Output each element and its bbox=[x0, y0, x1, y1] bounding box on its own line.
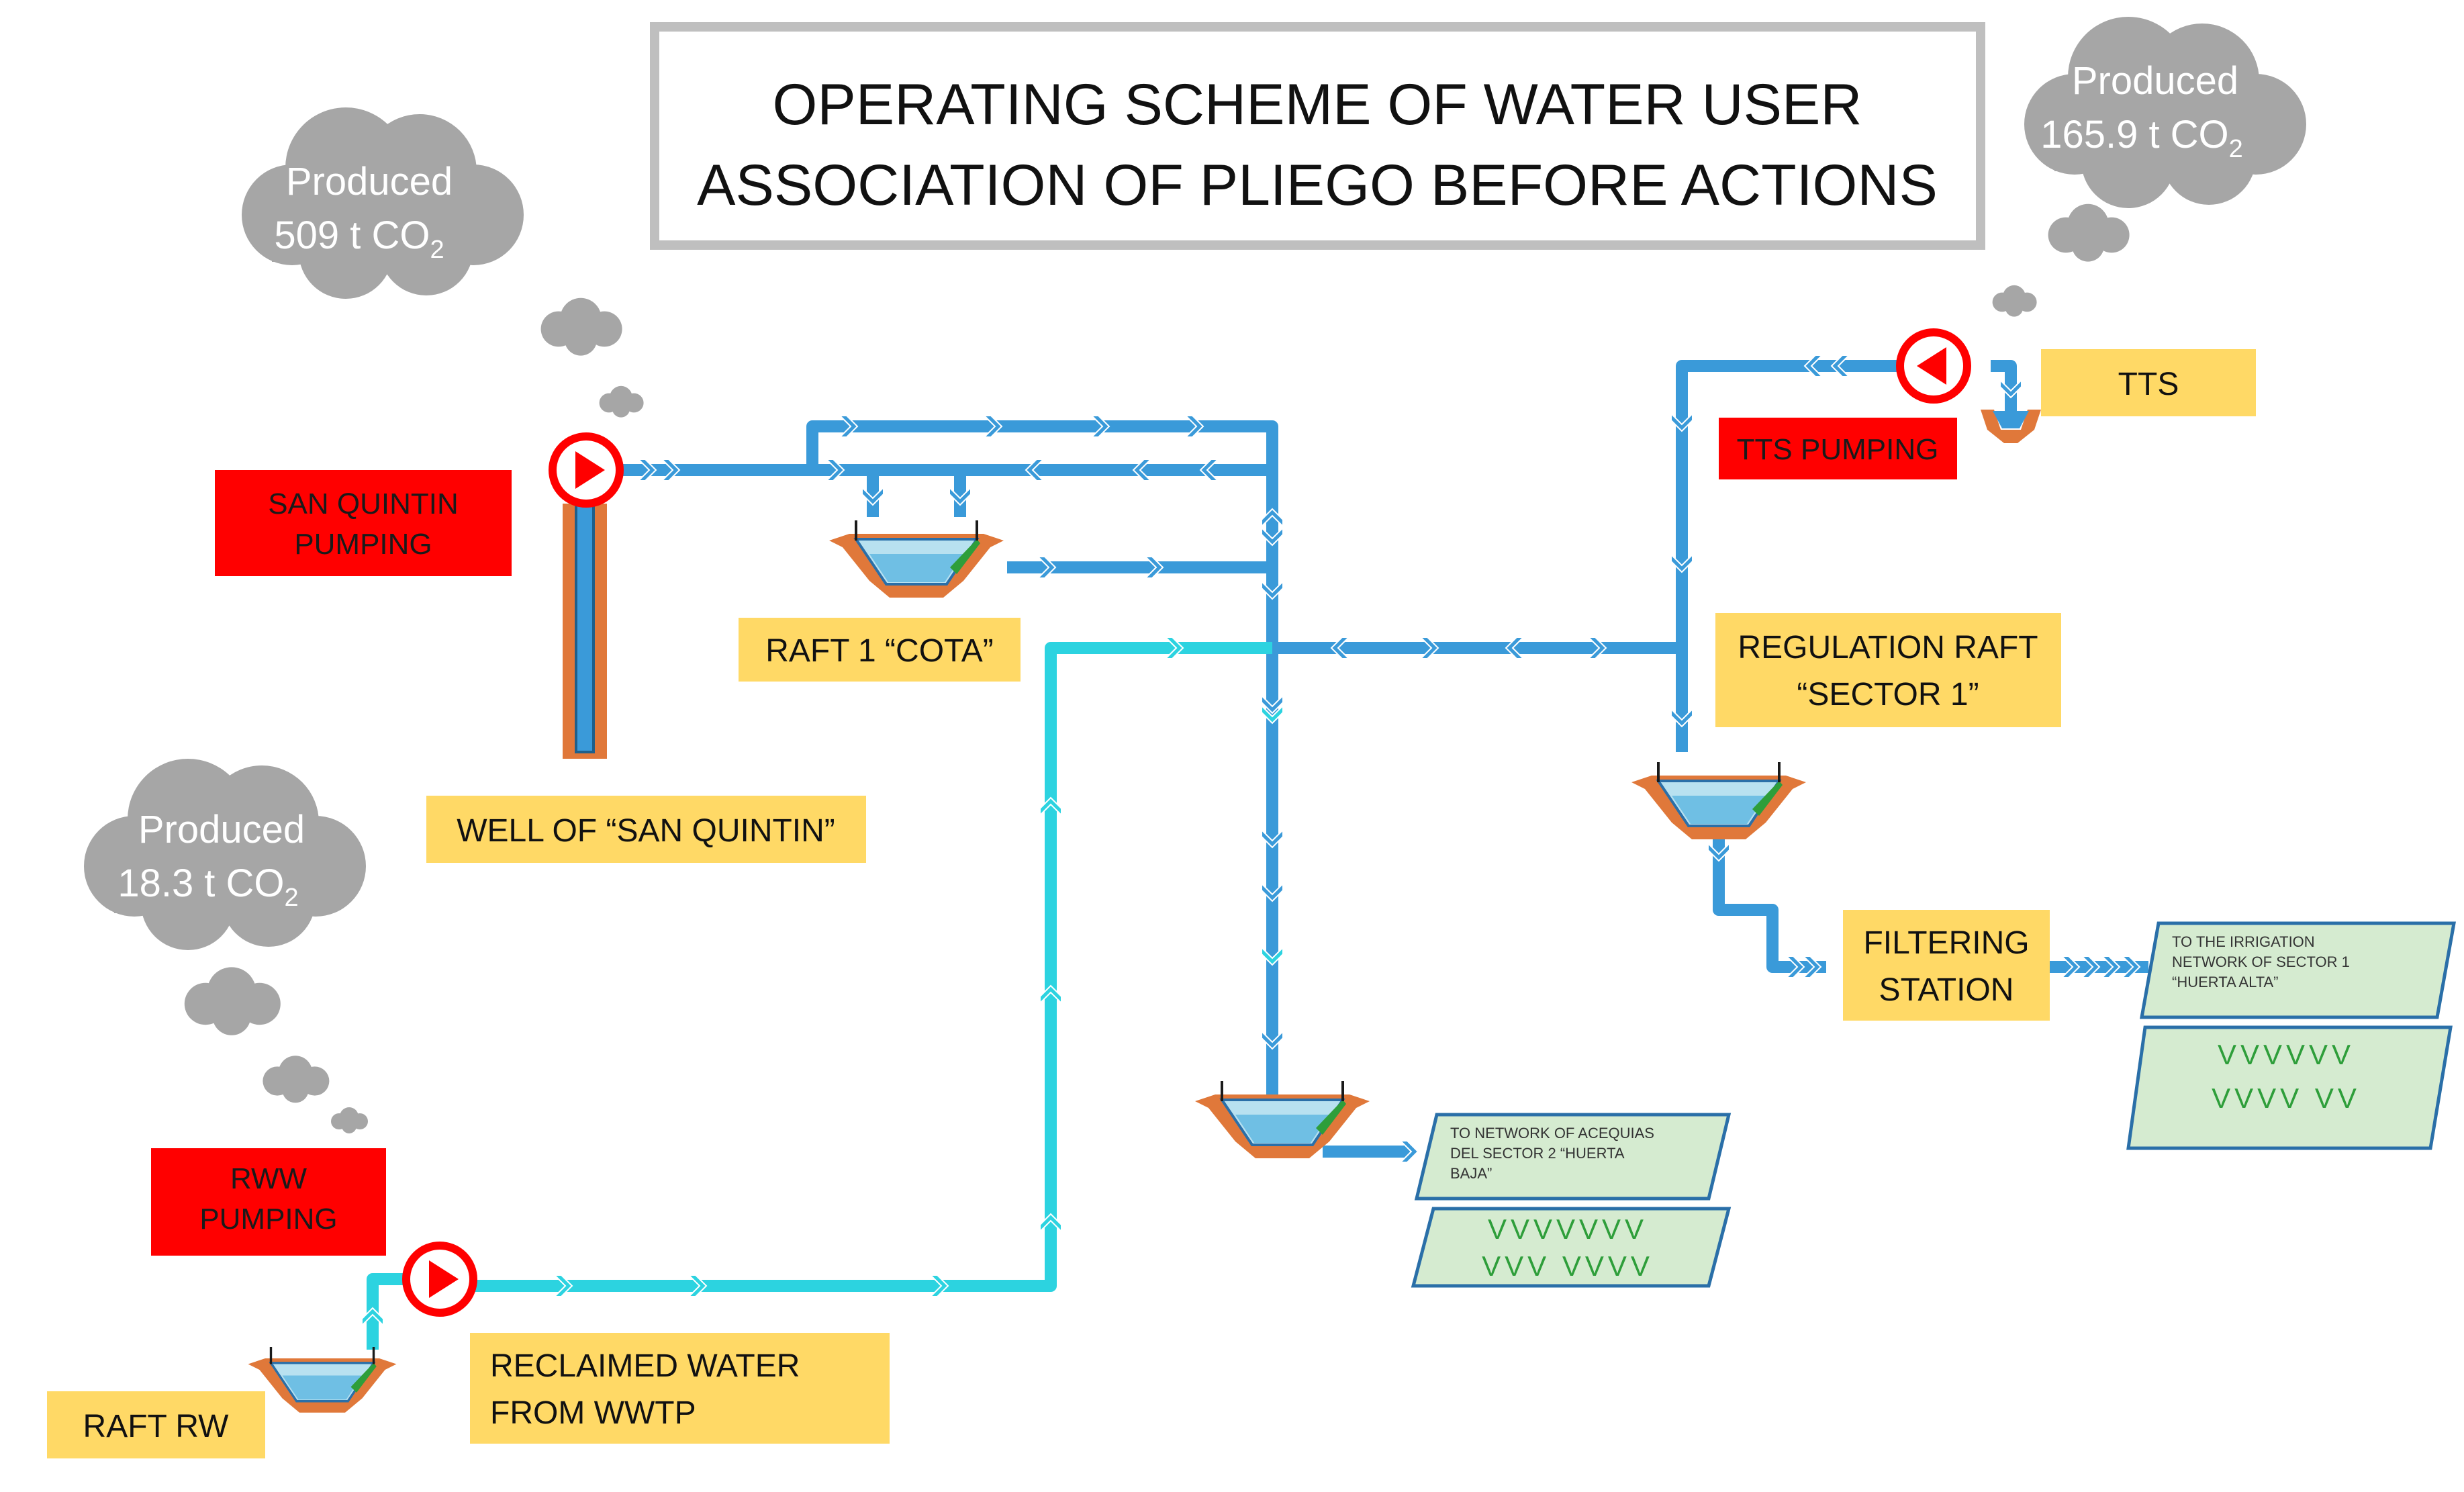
title-line-1: OPERATING SCHEME OF WATER USER bbox=[773, 73, 1862, 137]
rww-pumping-line-2: PUMPING bbox=[199, 1203, 337, 1235]
network-sector2-box: TO NETWORK OF ACEQUIAS DEL SECTOR 2 “HUE… bbox=[1411, 1113, 1732, 1288]
pump-icon bbox=[549, 432, 624, 508]
sector2-vines-1: VVVVVVV bbox=[1488, 1213, 1648, 1245]
raft1-label: RAFT 1 “COTA” bbox=[739, 618, 1021, 682]
pump-icon bbox=[1896, 328, 1971, 404]
title-line-2: ASSOCIATION OF PLIEGO BEFORE ACTIONS bbox=[697, 153, 1938, 218]
svg-text:TTS: TTS bbox=[2118, 367, 2179, 402]
filtering-station-label: FILTERING STATION bbox=[1843, 910, 2050, 1021]
filtering-line-1: FILTERING bbox=[1863, 925, 2029, 961]
svg-text:WELL OF “SAN QUINTIN”: WELL OF “SAN QUINTIN” bbox=[457, 813, 835, 849]
sector2-line-3: BAJA” bbox=[1450, 1165, 1492, 1182]
tts-pumping-box: TTS PUMPING bbox=[1719, 418, 1957, 479]
sector2-line-1: TO NETWORK OF ACEQUIAS bbox=[1450, 1125, 1654, 1141]
sector2-vines-2: VVV VVVV bbox=[1482, 1250, 1654, 1282]
cloud-rww-label: Produced bbox=[138, 808, 305, 851]
flow-arrow-icon bbox=[361, 637, 1284, 1326]
regulation-line-1: REGULATION RAFT bbox=[1738, 630, 2038, 665]
raft-rw-label: RAFT RW bbox=[47, 1391, 265, 1458]
cloud-tts-value: 165.9 t CO2 bbox=[2040, 113, 2243, 163]
cloud-sq-label: Produced bbox=[286, 160, 453, 203]
sector1-line-1: TO THE IRRIGATION bbox=[2172, 933, 2315, 950]
cloud-tts-label: Produced bbox=[2072, 59, 2238, 103]
sector1-vines-2: VVVV VV bbox=[2212, 1082, 2361, 1114]
network-sector1-box: TO THE IRRIGATION NETWORK OF SECTOR 1 “H… bbox=[2126, 921, 2456, 1150]
regulation-raft-label: REGULATION RAFT “SECTOR 1” bbox=[1715, 613, 2061, 727]
tts-pumping-label: TTS PUMPING bbox=[1737, 433, 1939, 466]
reclaimed-line-1: RECLAIMED WATER bbox=[490, 1348, 800, 1384]
rww-pumping-box: RWW PUMPING bbox=[151, 1148, 386, 1256]
reservoir-icon bbox=[1630, 761, 1807, 841]
tts-label: TTS bbox=[2041, 349, 2256, 416]
sector1-line-2: NETWORK OF SECTOR 1 bbox=[2172, 953, 2350, 970]
reservoir-icon bbox=[246, 1346, 398, 1414]
reclaimed-line-2: FROM WWTP bbox=[490, 1395, 696, 1431]
san-quintin-pumping-box: SAN QUINTIN PUMPING bbox=[215, 470, 512, 576]
sq-pumping-line-1: SAN QUINTIN bbox=[268, 487, 459, 520]
blue-pipes bbox=[611, 360, 2148, 1158]
reservoir-icon bbox=[828, 519, 1005, 599]
sector1-vines-1: VVVVVV bbox=[2218, 1039, 2355, 1070]
rww-pumping-line-1: RWW bbox=[230, 1162, 307, 1195]
well-icon bbox=[563, 496, 607, 759]
well-label: WELL OF “SAN QUINTIN” bbox=[426, 796, 866, 863]
cloud-rww-value: 18.3 t CO2 bbox=[117, 861, 298, 912]
sector1-line-3: “HUERTA ALTA” bbox=[2172, 974, 2279, 990]
svg-text:RAFT 1 “COTA”: RAFT 1 “COTA” bbox=[765, 633, 994, 669]
reservoir-icon bbox=[1981, 410, 2041, 443]
sector2-line-2: DEL SECTOR 2 “HUERTA bbox=[1450, 1145, 1625, 1162]
reclaimed-water-label: RECLAIMED WATER FROM WWTP bbox=[470, 1333, 890, 1444]
filtering-line-2: STATION bbox=[1879, 972, 2014, 1008]
sq-pumping-line-2: PUMPING bbox=[294, 528, 432, 561]
regulation-line-2: “SECTOR 1” bbox=[1797, 677, 1979, 712]
cyan-pipes bbox=[367, 642, 1272, 1350]
cloud-sq-value: 509 t CO2 bbox=[274, 214, 444, 264]
svg-text:RAFT RW: RAFT RW bbox=[83, 1409, 230, 1444]
pump-icon bbox=[402, 1242, 477, 1317]
title-box: OPERATING SCHEME OF WATER USER ASSOCIATI… bbox=[650, 22, 1985, 250]
